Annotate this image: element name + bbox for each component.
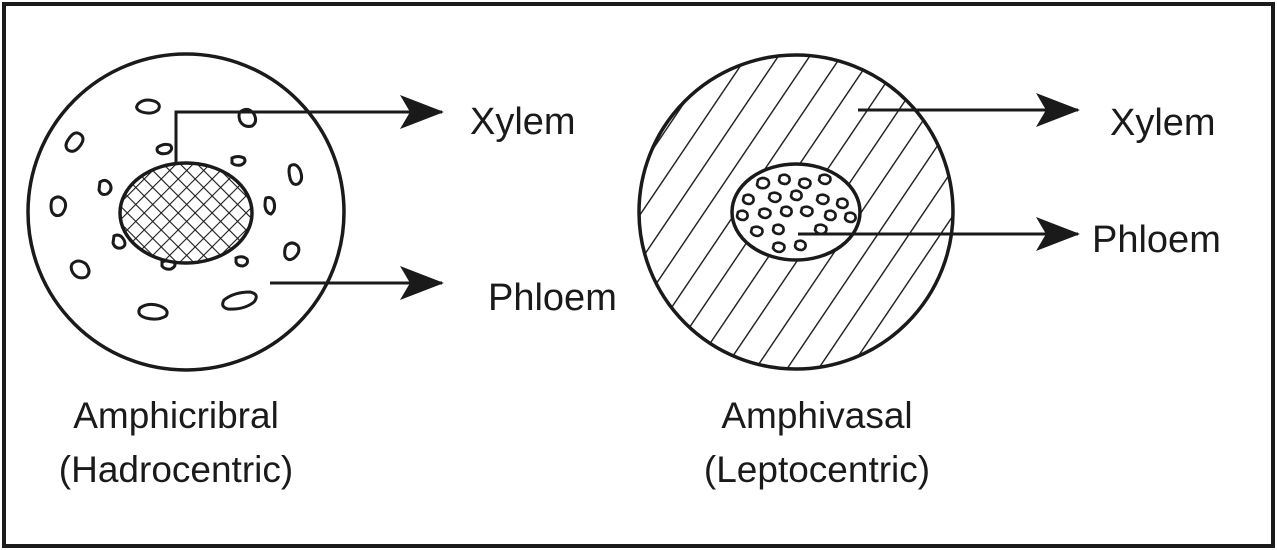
phloem-cell — [843, 211, 857, 224]
amphivasal-xylem-label: Xylem — [1110, 102, 1216, 144]
amphicribral-xylem-label: Xylem — [470, 101, 576, 143]
amphicribral-xylem-core — [118, 161, 254, 265]
phloem-cell — [137, 302, 169, 321]
amphivasal-phloem-label: Phloem — [1092, 219, 1221, 261]
phloem-cell — [815, 193, 830, 206]
phloem-cell — [287, 163, 304, 186]
phloem-cell — [789, 189, 803, 202]
phloem-cell — [221, 290, 258, 311]
phloem-cell — [777, 173, 791, 186]
phloem-cell — [793, 239, 807, 252]
amphicribral-phloem-label: Phloem — [488, 277, 617, 319]
phloem-cell — [771, 241, 786, 254]
phloem-cell — [767, 191, 782, 204]
amphicribral-caption-name: Amphicribral — [73, 395, 279, 436]
amphicribral-xylem-arrow — [174, 95, 444, 163]
phloem-cell — [757, 207, 772, 220]
phloem-cell — [823, 209, 837, 222]
phloem-cell — [797, 177, 812, 190]
phloem-cell — [283, 241, 301, 262]
amphivasal-bundle: Xylem Phloem Amphivasal (Leptocentric) — [637, 53, 1221, 490]
amphivasal-phloem-cells — [735, 173, 857, 254]
amphicribral-bundle: Xylem Phloem Amphicribral (Hadrocentric) — [26, 52, 617, 490]
phloem-cell — [49, 195, 68, 218]
phloem-cell — [741, 193, 755, 206]
amphivasal-caption-type: (Leptocentric) — [704, 449, 930, 490]
amphicribral-caption-type: (Hadrocentric) — [59, 449, 293, 490]
phloem-cell — [735, 209, 749, 222]
phloem-cell — [799, 205, 814, 218]
phloem-cell — [749, 225, 764, 238]
phloem-cell — [64, 131, 85, 153]
phloem-cell — [234, 255, 249, 268]
phloem-cell — [69, 259, 91, 280]
phloem-cell — [755, 176, 771, 190]
phloem-cell — [835, 197, 849, 210]
phloem-cell — [111, 233, 127, 250]
phloem-cell — [779, 205, 793, 218]
phloem-cell — [771, 223, 785, 236]
amphivasal-caption-name: Amphivasal — [721, 395, 912, 436]
phloem-cell — [263, 196, 277, 216]
phloem-cell — [155, 142, 174, 156]
phloem-cell — [97, 178, 113, 196]
phloem-cell — [135, 98, 161, 115]
phloem-cell — [817, 173, 832, 186]
phloem-cell — [230, 155, 247, 167]
